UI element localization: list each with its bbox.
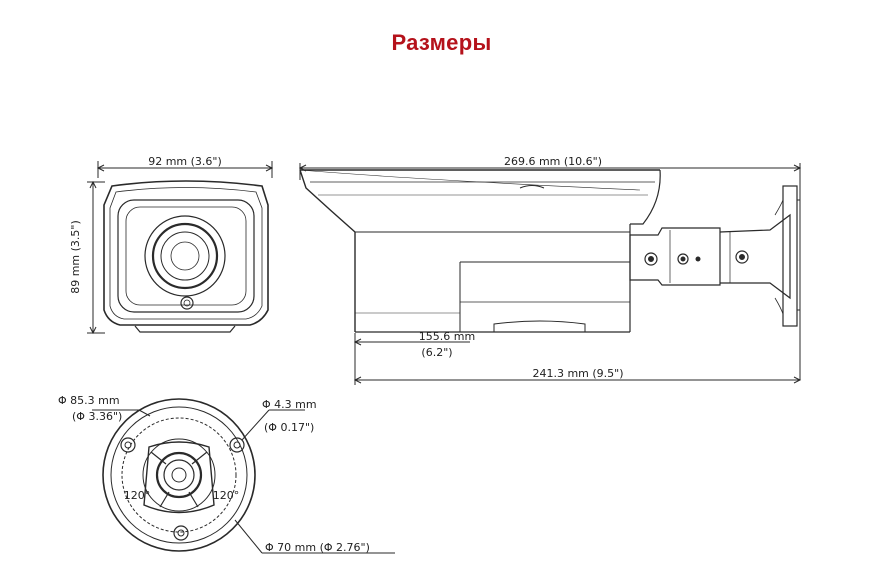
side-total-length-dimension bbox=[298, 163, 802, 380]
page-title: Размеры bbox=[391, 30, 492, 55]
base-bolt-circle-label: Φ 70 mm (Φ 2.76") bbox=[265, 541, 370, 554]
side-total-length-label: 269.6 mm (10.6") bbox=[504, 155, 602, 168]
front-width-label: 92 mm (3.6") bbox=[148, 155, 222, 168]
base-outer-diameter-label-line1: Φ 85.3 mm bbox=[58, 394, 120, 407]
side-view bbox=[298, 163, 802, 385]
mount-hole-bottom bbox=[173, 525, 189, 541]
side-body-length-dimension bbox=[353, 333, 802, 385]
base-outer-diameter-label-line2: (Φ 3.36") bbox=[72, 410, 122, 423]
base-angle-left-label: 120° bbox=[124, 489, 151, 502]
side-housing-length-label-line1: 155.6 mm bbox=[419, 330, 475, 343]
camera-side-outline bbox=[299, 169, 661, 333]
bolt-circle-leader bbox=[234, 519, 263, 554]
base-outer-circle bbox=[102, 398, 256, 552]
front-height-dimension bbox=[87, 180, 105, 335]
front-view bbox=[87, 161, 274, 335]
camera-front-outline bbox=[103, 180, 269, 333]
side-body-length-label: 241.3 mm (9.5") bbox=[532, 367, 623, 380]
camera-bracket bbox=[629, 185, 800, 327]
base-inner-ring bbox=[110, 406, 248, 544]
mount-hole-top-right bbox=[229, 437, 245, 453]
front-width-dimension bbox=[96, 161, 274, 178]
base-view bbox=[92, 398, 395, 554]
side-housing-length-label-line2: (6.2") bbox=[421, 346, 452, 359]
base-bolt-circle bbox=[121, 417, 237, 533]
base-angle-right-label: 120° bbox=[213, 489, 240, 502]
mount-hole-top-left bbox=[120, 437, 136, 453]
base-hole-diameter-label-line2: (Φ 0.17") bbox=[264, 421, 314, 434]
base-hole-diameter-label-line1: Φ 4.3 mm bbox=[262, 398, 317, 411]
front-height-label: 89 mm (3.5") bbox=[69, 220, 82, 294]
